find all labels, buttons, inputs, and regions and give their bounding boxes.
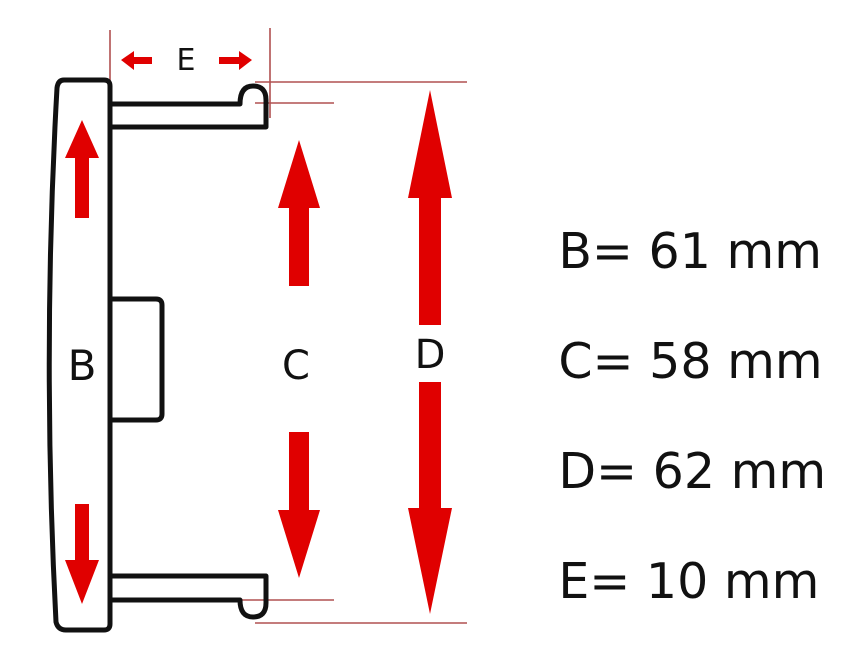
cap-face-plate (46, 77, 113, 633)
b-arrow-down (65, 504, 99, 604)
bottom-clip (107, 573, 269, 620)
top-clip (107, 83, 269, 130)
label-e: E (176, 43, 196, 78)
e-arrow-left (121, 51, 152, 70)
e-arrow-right (219, 51, 252, 70)
spec-row-d: D= 62 mm (496, 398, 826, 545)
b-arrow-up (65, 120, 99, 218)
arrows (65, 51, 452, 614)
d-arrow-down (408, 382, 452, 614)
d-arrow-up (408, 90, 452, 325)
spec-row-b: B= 61 mm (496, 178, 822, 325)
label-d: D (414, 332, 446, 378)
spec-row-c: C= 58 mm (496, 288, 823, 435)
c-arrow-up (278, 140, 320, 286)
spec-row-e: E= 10 mm (496, 508, 819, 655)
spec-text: D= 62 mm (558, 443, 827, 500)
spec-text: B= 61 mm (558, 223, 822, 280)
label-b: B (67, 341, 97, 390)
dimension-spec-list: B= 61 mm C= 58 mm D= 62 mm E= 10 mm (496, 0, 841, 651)
cap-outline (46, 77, 269, 633)
spec-text: E= 10 mm (558, 553, 820, 610)
c-arrow-down (278, 432, 320, 578)
label-c: C (282, 343, 310, 389)
spec-text: C= 58 mm (558, 333, 823, 390)
dimension-lines (109, 28, 467, 624)
center-tab (107, 296, 165, 423)
